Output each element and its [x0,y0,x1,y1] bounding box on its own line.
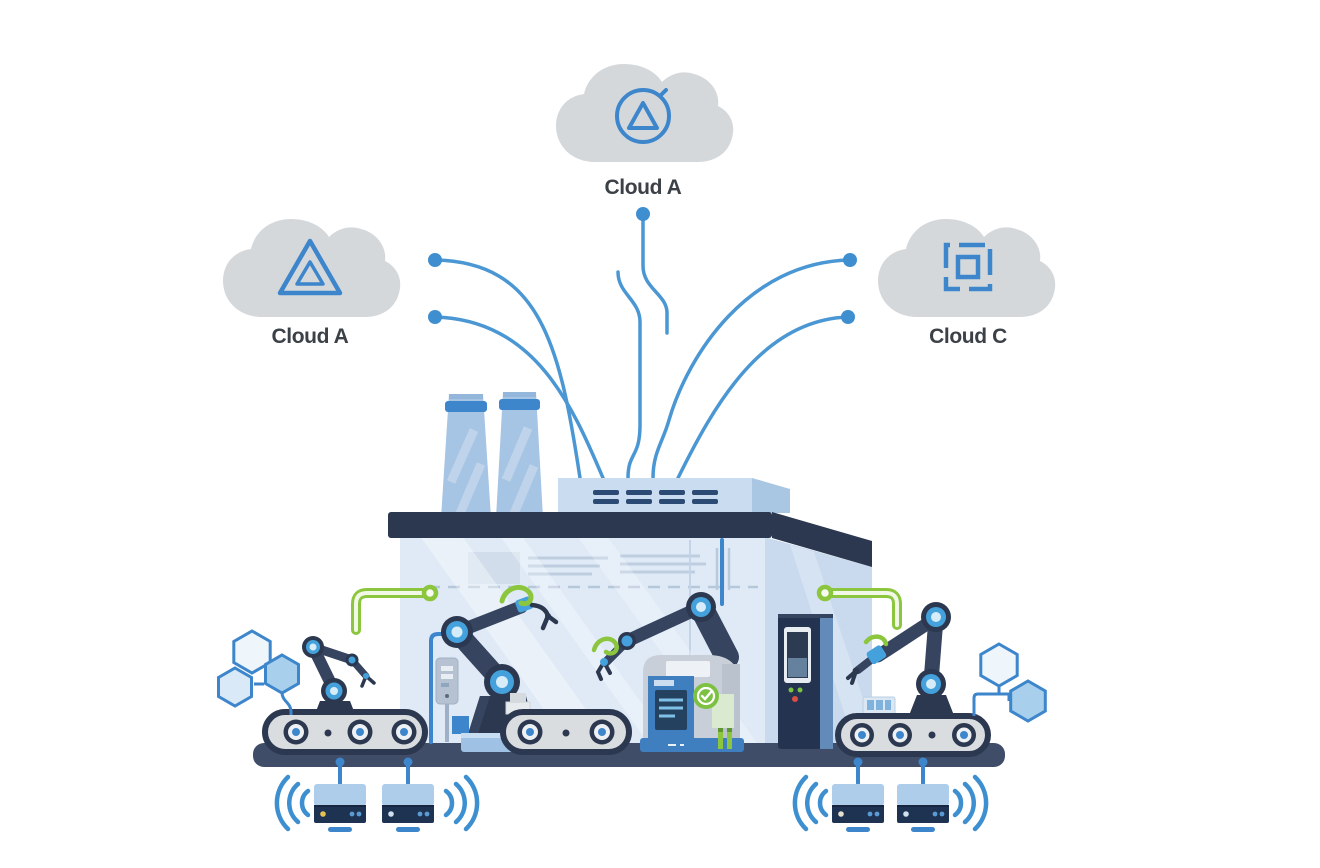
rooftop-unit [558,478,790,513]
hexagon [1009,679,1047,723]
chimney-left [441,394,491,518]
gripper [846,667,860,685]
roof [388,512,872,567]
conveyor-2 [500,693,632,755]
cable-right-top [651,258,852,480]
robot-arm-1 [302,636,376,719]
cloud-top: Cloud A [556,64,734,199]
wifi-waves-icon [274,774,311,832]
hex-cluster-right [972,642,1047,723]
robot-cable [429,632,458,744]
hex-cluster-left [217,629,300,715]
robot-arm-3 [591,592,739,681]
endpoint-dot [841,310,855,324]
nested-squares-icon [943,242,993,292]
energy-bars [718,728,732,749]
control-kiosk [435,657,459,742]
parts-crate [862,696,896,718]
green-cable-wrap [863,634,889,647]
alert-triangle-icon [277,238,343,296]
wireless-gateway-3 [792,757,884,832]
gripper [360,673,376,688]
hexagon [979,642,1019,688]
conveyor-1 [262,709,428,755]
cable-right-bottom [676,315,850,480]
endpoint-dot [636,207,650,221]
green-cable-wrap [591,636,619,656]
green-cable-wrap [499,584,534,607]
interior-details [428,540,758,742]
assembly-machine [640,655,744,752]
endpoint-dot [428,310,442,324]
cloud-right: Cloud C [878,219,1056,348]
server-cabinet [778,614,833,749]
endpoint-dot [843,253,857,267]
wireless-gateways [274,757,989,832]
conveyor-3 [835,713,991,757]
cloud-label: Cloud A [605,176,682,199]
endpoint-dot [428,253,442,267]
rooftop-vents [593,490,718,504]
gripper [595,658,612,681]
gripper [529,602,559,631]
green-pipe-right [816,584,902,630]
wifi-waves-icon [443,774,480,832]
conveyor-wheels [517,719,615,745]
cable-top-stub [641,219,669,335]
conveyor-wheels [850,723,976,747]
gauge-triangle-icon [615,88,671,144]
cloud-label: Cloud A [272,325,349,348]
hexagon [217,666,253,708]
cloud-label: Cloud C [929,325,1007,348]
wifi-waves-icon [792,774,829,832]
cloud-shape [878,219,1056,317]
cable-center-squiggle [616,270,642,480]
conveyor-wheels [283,719,417,745]
wireless-gateway-4 [897,757,989,832]
wireless-gateway-1 [274,757,366,832]
hexagon [264,653,300,695]
hexagon [232,629,272,675]
cloud-link-cables [433,219,852,480]
cable-left-bottom [433,315,605,480]
status-badge [693,683,719,709]
cable-left-top [433,258,582,480]
green-pipe-left [351,584,439,635]
wireless-gateway-2 [382,757,480,832]
robot-arm-4 [846,602,955,718]
cloud-link-endpoints [428,207,857,324]
wifi-waves-icon [952,774,989,832]
cloud-left: Cloud A [223,219,401,348]
chimney-right [496,392,543,518]
cloud-shape [556,64,734,162]
